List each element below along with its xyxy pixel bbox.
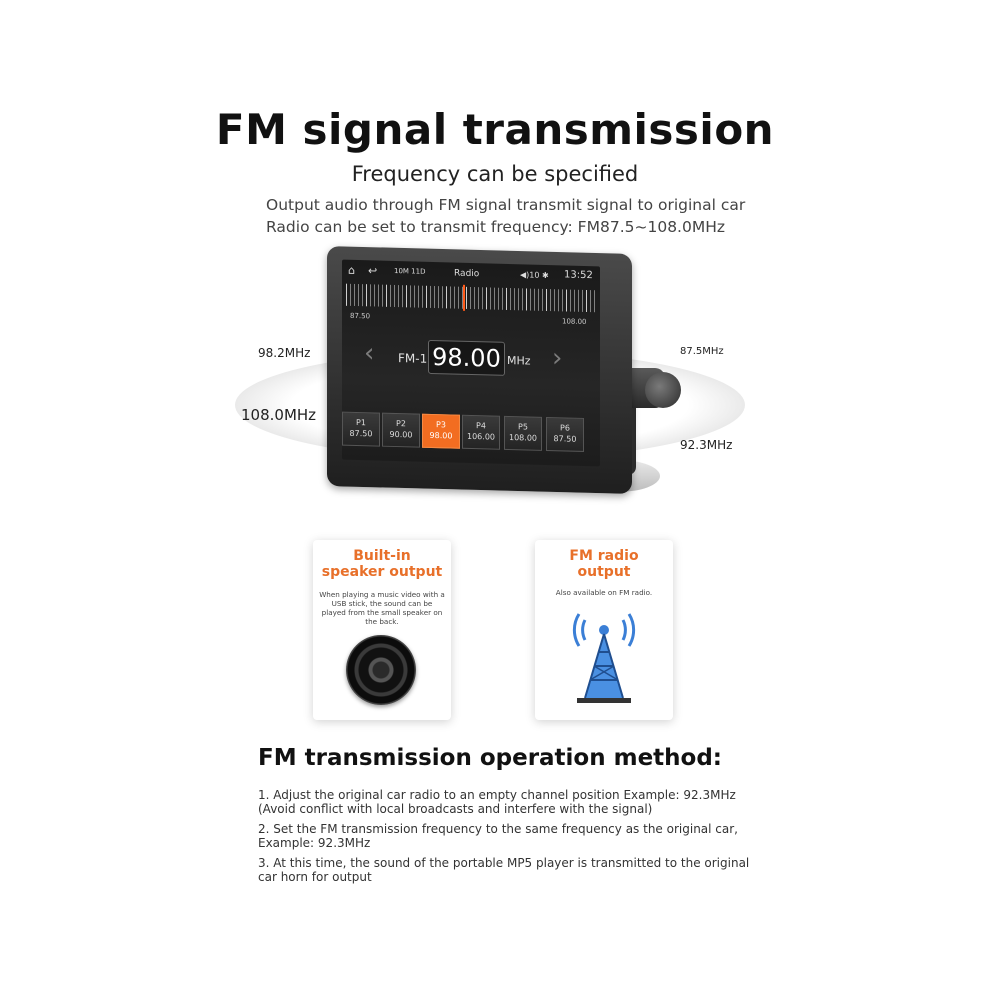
radio-tower-icon — [572, 613, 636, 703]
device-screen: ⌂ ↩ 10M 11D Radio ◀)10 ✱ 13:52 87.50 108… — [342, 259, 600, 467]
description-line-1: Output audio through FM signal transmit … — [266, 196, 746, 214]
method-step-1: 1. Adjust the original car radio to an e… — [258, 788, 736, 816]
scale-min-label: 87.50 — [350, 311, 371, 321]
preset-button-p3[interactable]: P3 98.00 — [422, 413, 460, 449]
preset-button-p4[interactable]: P4 106.00 — [462, 414, 500, 450]
volume-indicator[interactable]: ◀)10 — [520, 270, 540, 280]
page-subtitle: Frequency can be specified — [351, 162, 639, 186]
page-title: FM signal transmission — [215, 105, 775, 154]
orbit-label-108-0: 108.0MHz — [241, 406, 317, 424]
orbit-label-87-5: 87.5MHz — [680, 346, 724, 357]
card-title: Built-in speaker output — [313, 548, 451, 580]
preset-button-p5[interactable]: P5 108.00 — [504, 415, 542, 451]
seek-next-icon[interactable]: › — [552, 343, 563, 374]
preset-label: P5 — [518, 422, 528, 432]
preset-button-p1[interactable]: P1 87.50 — [342, 411, 380, 447]
frequency-display: 98.00 — [428, 339, 505, 376]
description-line-2: Radio can be set to transmit frequency: … — [266, 218, 726, 236]
card-title: FM radio output — [535, 548, 673, 580]
preset-frequency: 108.00 — [509, 432, 537, 443]
method-step-2: 2. Set the FM transmission frequency to … — [258, 822, 738, 850]
band-label: FM-1 — [398, 351, 428, 366]
preset-button-p2[interactable]: P2 90.00 — [382, 412, 420, 448]
home-icon[interactable]: ⌂ — [348, 263, 355, 277]
preset-frequency: 90.00 — [389, 429, 413, 440]
card-title-line: Built-in — [353, 548, 411, 564]
preset-frequency: 98.00 — [429, 430, 453, 441]
mount-knob — [645, 372, 681, 408]
card-text: When playing a music video with a USB st… — [319, 590, 445, 626]
feature-card-speaker: Built-in speaker output When playing a m… — [313, 540, 451, 720]
card-title-line: output — [577, 564, 631, 580]
preset-button-p6[interactable]: P6 87.50 — [546, 416, 584, 452]
frequency-unit: MHz — [507, 353, 531, 368]
orbit-label-98-2: 98.2MHz — [258, 346, 311, 360]
tuning-needle[interactable] — [463, 284, 465, 311]
screen-title: Radio — [454, 268, 480, 280]
speaker-icon — [346, 635, 416, 705]
card-title-line: speaker output — [321, 564, 443, 580]
clock: 13:52 — [564, 269, 593, 282]
orbit-label-92-3: 92.3MHz — [680, 438, 733, 452]
preset-frequency: 106.00 — [467, 431, 495, 442]
seek-prev-icon[interactable]: ‹ — [364, 338, 375, 369]
preset-frequency: 87.50 — [349, 428, 373, 439]
card-title-line: FM radio — [569, 548, 639, 564]
preset-bar: P1 87.50 P2 90.00 P3 98.00 P4 106.00 P5 … — [342, 411, 600, 457]
feature-card-fm-radio: FM radio output Also available on FM rad… — [535, 540, 673, 720]
scale-max-label: 108.00 — [562, 317, 587, 327]
method-title: FM transmission operation method: — [258, 745, 723, 771]
back-arrow-icon[interactable]: ↩ — [368, 264, 378, 278]
status-mode: 10M 11D — [394, 266, 426, 276]
preset-frequency: 87.50 — [553, 434, 577, 444]
card-text: Also available on FM radio. — [555, 588, 653, 597]
tuning-dial-major-ticks — [346, 283, 596, 313]
bluetooth-icon: ✱ — [542, 270, 549, 281]
method-step-3: 3. At this time, the sound of the portab… — [258, 856, 750, 884]
